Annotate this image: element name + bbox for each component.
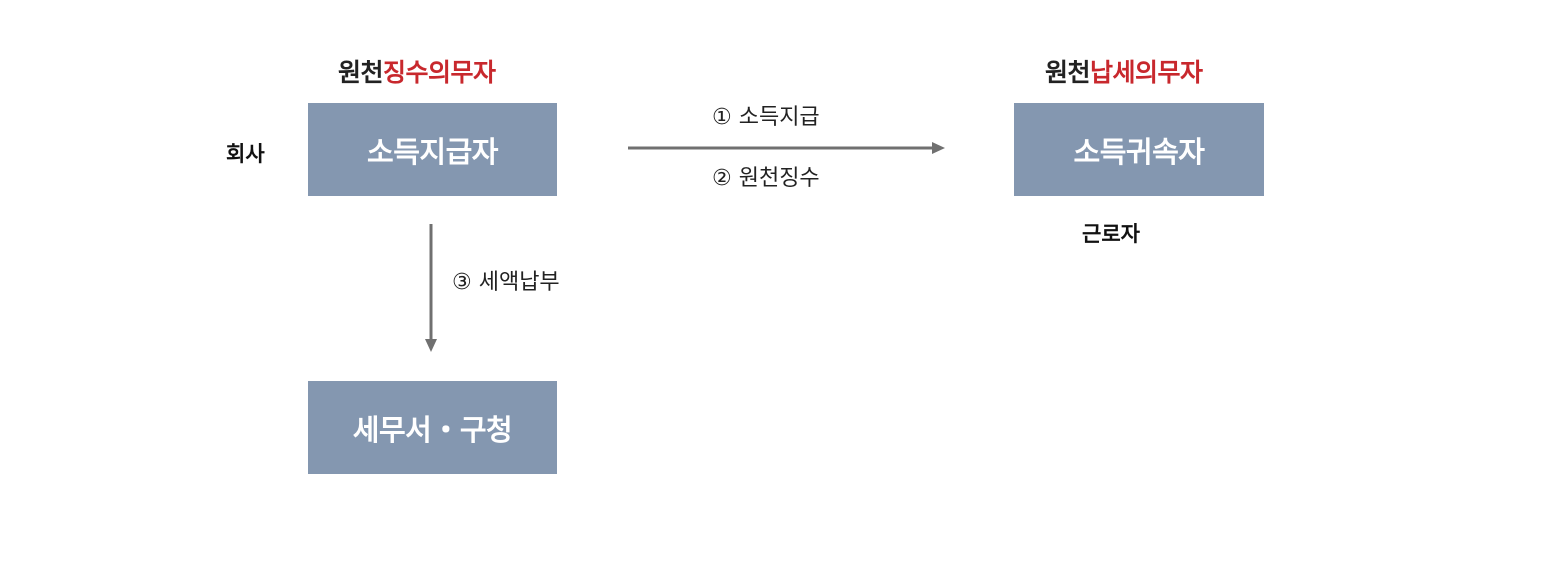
horizontal-arrow [628,142,945,154]
step-withholding-label: ② 원천징수 [712,166,820,191]
taxpayer-caption-prefix: 원천 [1045,58,1091,87]
taxpayer-caption: 원천납세의무자 [1045,60,1203,85]
step-tax-payment-label: ③ 세액납부 [452,270,560,295]
company-label: 회사 [226,142,265,166]
income-payer-box: 소득지급자 [308,103,557,196]
taxpayer-caption-accent: 납세의무자 [1090,58,1203,87]
worker-label: 근로자 [1082,222,1140,246]
vertical-arrow [425,224,437,352]
withholding-agent-caption-accent: 징수의무자 [383,58,496,87]
income-recipient-box: 소득귀속자 [1014,103,1264,196]
step-income-payment-label: ① 소득지급 [712,105,820,130]
tax-office-box: 세무서・구청 [308,381,557,474]
withholding-agent-caption-prefix: 원천 [338,58,384,87]
withholding-agent-caption: 원천징수의무자 [338,60,496,85]
